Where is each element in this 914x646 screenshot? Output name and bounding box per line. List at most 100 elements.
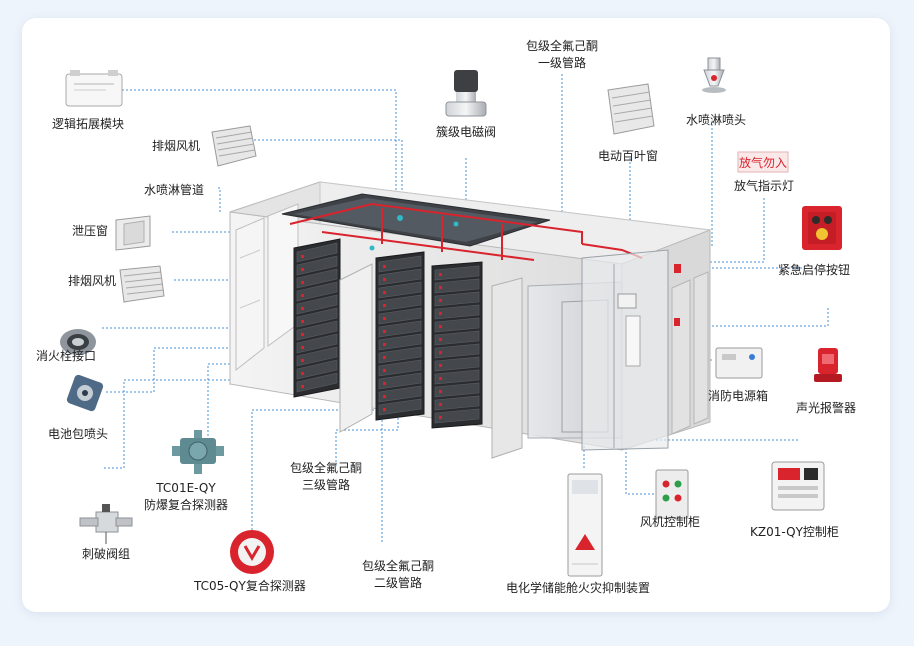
battery-module-led — [301, 255, 304, 258]
rack-door-right — [491, 277, 523, 459]
battery-module-led — [301, 294, 304, 297]
suppression-device — [567, 473, 603, 577]
smoke-fan-top-device — [211, 125, 257, 167]
battery-module — [296, 255, 338, 276]
label-pipe-level1: 包级全氟己酮 一级管路 — [526, 39, 599, 70]
battery-module-led — [439, 364, 442, 367]
label-battery-nozzle: 电池包喷头 — [48, 427, 109, 441]
leader-tc05 — [251, 368, 383, 538]
rack-door-left — [339, 263, 373, 433]
battery-module-led — [383, 265, 386, 268]
battery-module — [378, 268, 422, 286]
roof-sensor — [397, 215, 403, 221]
label-pipe-level3: 包级全氟己酮 三级管路 — [290, 461, 363, 492]
battery-module-led — [439, 312, 442, 315]
storage-container — [229, 181, 711, 459]
release-lamp-text: 放气勿入 — [739, 155, 787, 170]
battery-module — [378, 281, 422, 299]
battery-module — [296, 268, 338, 289]
solenoid-valve-device — [445, 70, 487, 117]
battery-module-led — [383, 395, 386, 398]
battery-module-led — [439, 325, 442, 328]
relief-window-device — [115, 215, 151, 251]
battery-module-led — [301, 281, 304, 284]
label-smoke-fan-top: 排烟风机 — [152, 139, 201, 153]
battery-module — [434, 382, 480, 398]
battery-module — [296, 359, 338, 380]
battery-module-led — [439, 351, 442, 354]
battery-module — [296, 307, 338, 328]
battery-module-led — [383, 343, 386, 346]
battery-module-led — [383, 330, 386, 333]
battery-module — [434, 278, 480, 294]
leader-logic-module — [122, 89, 397, 196]
battery-module — [378, 398, 422, 416]
leader-smoke-fan-top — [234, 139, 403, 200]
battery-module-led — [301, 320, 304, 323]
label-tc05: TC05-QY复合探测器 — [194, 579, 306, 593]
battery-module-led — [439, 377, 442, 380]
battery-racks — [293, 238, 483, 429]
label-water-pipe: 水喷淋管道 — [144, 183, 205, 197]
kz01-device — [771, 461, 825, 511]
battery-module — [296, 242, 338, 263]
label-relief-window: 泄压窗 — [72, 224, 109, 238]
battery-module-led — [301, 268, 304, 271]
label-solenoid-valve: 簇级电磁阀 — [436, 125, 497, 139]
louver-device — [607, 83, 655, 135]
battery-module — [378, 294, 422, 312]
interior-alarm — [674, 318, 680, 326]
battery-module-led — [439, 273, 442, 276]
battery-module-led — [383, 369, 386, 372]
battery-module-led — [383, 278, 386, 281]
battery-module-led — [439, 403, 442, 406]
alarm-device — [814, 348, 842, 382]
battery-module — [434, 291, 480, 307]
label-logic-module: 逻辑拓展模块 — [52, 117, 125, 131]
battery-module-led — [383, 382, 386, 385]
battery-module-led — [301, 333, 304, 336]
battery-module-led — [439, 299, 442, 302]
battery-module — [378, 333, 422, 351]
smoke-fan-mid-device — [119, 265, 165, 303]
battery-module — [296, 372, 338, 393]
label-tc01e: TC01E-QY 防爆复合探测器 — [144, 481, 229, 512]
fire-power-device — [715, 347, 763, 379]
battery-module-led — [383, 356, 386, 359]
battery-module-led — [383, 304, 386, 307]
release-lamp-device: 放气勿入 — [737, 151, 789, 173]
battery-module-led — [383, 317, 386, 320]
label-hydrant: 消火栓接口 — [36, 349, 97, 363]
hydrant-device — [60, 329, 96, 355]
battery-module-led — [439, 416, 442, 419]
battery-module-led — [383, 291, 386, 294]
label-kz01: KZ01-QY控制柜 — [750, 525, 839, 539]
tc01e-device — [172, 430, 224, 474]
end-louver-1 — [671, 279, 691, 435]
battery-module-led — [301, 346, 304, 349]
fan-cabinet-device — [655, 469, 689, 519]
tc05-device — [230, 530, 274, 574]
end-louver-2 — [693, 271, 709, 425]
battery-module — [296, 346, 338, 367]
battery-module — [378, 372, 422, 390]
logic-module-device — [65, 70, 123, 107]
battery-module — [296, 294, 338, 315]
label-smoke-fan-mid: 排烟风机 — [68, 274, 117, 288]
battery-module — [434, 408, 480, 424]
battery-module — [434, 304, 480, 320]
interior-fire-power-box — [617, 293, 637, 309]
battery-module-led — [301, 307, 304, 310]
battery-module — [296, 281, 338, 302]
label-estop: 紧急启停按钮 — [778, 263, 851, 277]
battery-module — [378, 307, 422, 325]
label-fire-power: 消防电源箱 — [708, 389, 769, 403]
interior-estop — [674, 264, 681, 273]
label-pipe-level2: 包级全氟己酮 二级管路 — [362, 559, 435, 590]
battery-module — [434, 343, 480, 359]
battery-module — [434, 317, 480, 333]
leader-water-pipe — [218, 187, 221, 214]
battery-module-led — [439, 390, 442, 393]
container-illustration: 放气勿入 — [60, 57, 842, 577]
battery-module — [378, 320, 422, 338]
